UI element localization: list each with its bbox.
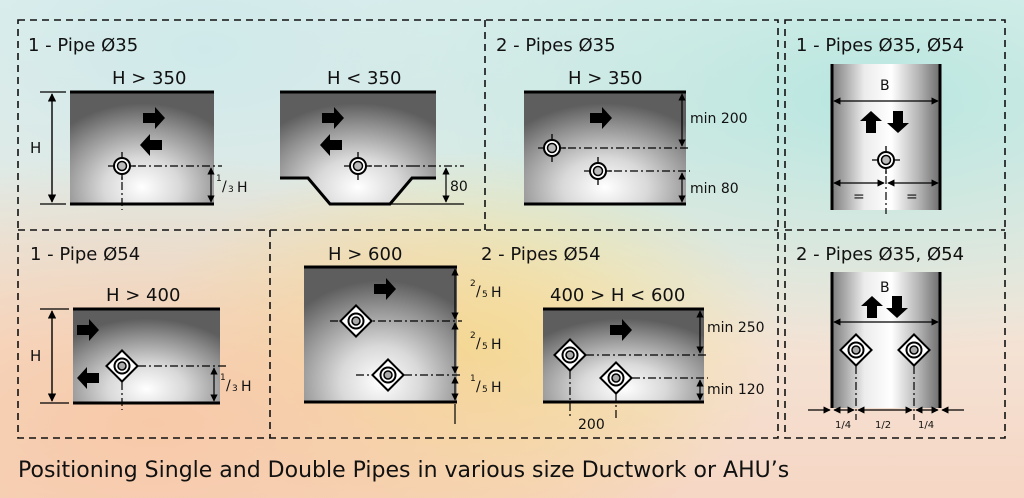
panel-title: 1 - Pipes Ø35, Ø54 — [796, 35, 964, 56]
min-80-label: min 80 — [690, 181, 739, 197]
quarter-left-label: 1/4 — [835, 420, 851, 431]
fraction-denominator: 5 — [482, 290, 488, 300]
fraction-slash: / — [476, 336, 481, 352]
h-dimension-label: H — [30, 347, 41, 365]
fraction-numerator: 2 — [470, 279, 476, 289]
quarter-right-label: 1/4 — [918, 420, 934, 431]
fraction-numerator: 2 — [470, 331, 476, 341]
fraction-denominator: 3 — [228, 185, 234, 195]
panel-frames — [17, 19, 1006, 439]
duct-height-label: H > 350 — [112, 68, 186, 89]
duct-section — [73, 309, 220, 403]
min-200-label: min 200 — [690, 111, 748, 127]
panel-3-pipes-35-54: 1 - Pipes Ø35, Ø54 B = = — [796, 35, 964, 214]
half-label: 1/2 — [875, 420, 891, 431]
b-width-label: B — [880, 280, 890, 296]
dim-80-label: 80 — [450, 179, 468, 195]
fraction-slash: / — [476, 379, 481, 395]
fraction-h: H — [491, 337, 502, 353]
panel-5-pipes-54: H > 600 2 - Pipes Ø54 2 / 5 H 2 / 5 H 1 … — [304, 244, 765, 433]
fraction-numerator: 1 — [216, 174, 222, 184]
panel-title: 1 - Pipe Ø54 — [30, 244, 140, 265]
fraction-slash: / — [226, 378, 231, 394]
b-width-label: B — [880, 78, 890, 94]
panel-title: 1 - Pipe Ø35 — [28, 35, 138, 56]
panel-4-pipe-54: 1 - Pipe Ø54 H > 400 H 1 / 3 H — [30, 244, 252, 410]
equal-right-label: = — [906, 189, 918, 205]
h-dimension-label: H — [30, 139, 41, 157]
panel-title: 2 - Pipes Ø35, Ø54 — [796, 244, 964, 265]
fraction-h: H — [241, 379, 252, 395]
equal-left-label: = — [853, 189, 865, 205]
fraction-h: H — [491, 285, 502, 301]
fraction-h: H — [491, 380, 502, 396]
fraction-denominator: 5 — [482, 342, 488, 352]
fraction-numerator: 1 — [220, 373, 226, 383]
panel-2-pipes-35: 2 - Pipes Ø35 H > 350 min 200 min 80 — [496, 35, 748, 206]
duct-section — [70, 92, 214, 204]
duct-height-label: H > 600 — [328, 244, 402, 265]
duct-height-label: H > 350 — [568, 68, 642, 89]
duct-height-label: 400 > H < 600 — [550, 285, 685, 306]
fraction-denominator: 3 — [232, 384, 238, 394]
duct-section-recessed — [280, 92, 436, 204]
min-250-label: min 250 — [707, 320, 765, 336]
fraction-numerator: 1 — [470, 374, 476, 384]
duct-height-label: H < 350 — [327, 68, 401, 89]
panel-title: 2 - Pipes Ø35 — [496, 35, 616, 56]
dim-200-label: 200 — [578, 417, 605, 433]
fraction-denominator: 5 — [482, 385, 488, 395]
min-120-label: min 120 — [707, 382, 765, 398]
duct-height-label: H > 400 — [106, 285, 180, 306]
fraction-slash: / — [222, 179, 227, 195]
panel-6-pipes-35-54: 2 - Pipes Ø35, Ø54 B 1/4 1/2 1/4 — [796, 244, 964, 431]
panel-title: 2 - Pipes Ø54 — [481, 244, 601, 265]
panel-1-pipe-35: 1 - Pipe Ø35 H > 350 H 1 / 3 H H < 350 8… — [28, 35, 468, 210]
fraction-h: H — [237, 180, 248, 196]
figure-caption: Positioning Single and Double Pipes in v… — [18, 458, 790, 483]
fraction-slash: / — [476, 284, 481, 300]
